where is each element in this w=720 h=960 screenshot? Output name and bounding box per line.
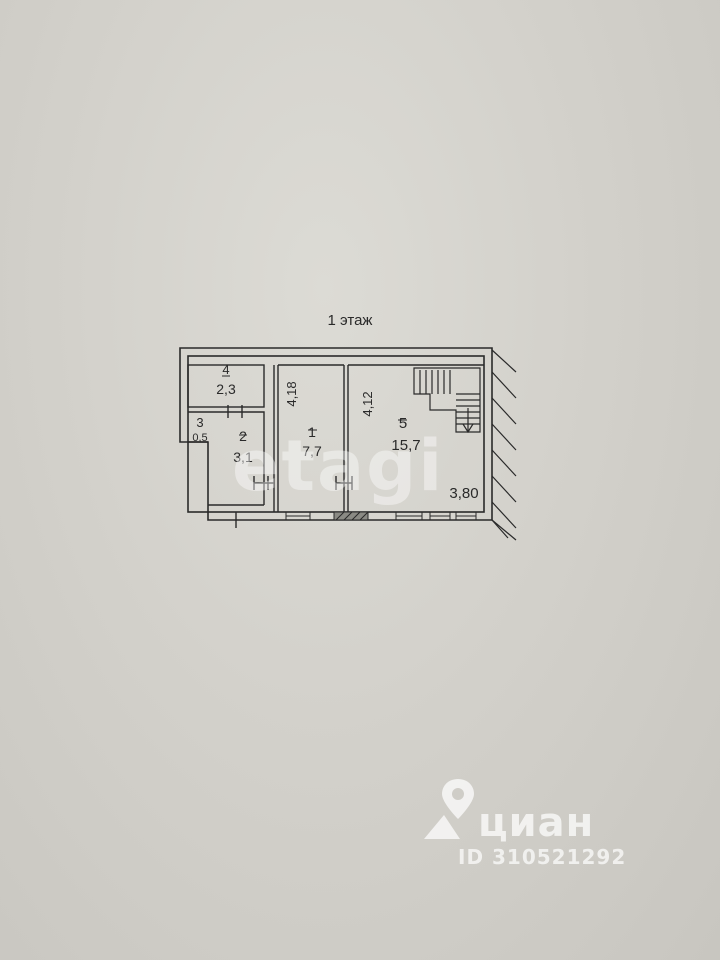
room-3-area: 0,5: [192, 432, 207, 444]
room-4-outline: [187, 364, 265, 408]
room-4-number: 4: [222, 362, 229, 377]
room-4-area: 2,3: [216, 381, 236, 397]
staircase: [413, 367, 481, 434]
room-1-number: 1: [308, 424, 316, 440]
room-5-area: 15,7: [391, 437, 420, 454]
room-2-number: 2: [239, 428, 247, 444]
room-1-dimension: 4,18: [284, 381, 299, 406]
hatched-wall: [491, 349, 517, 541]
room-5-number: 5: [399, 415, 407, 432]
cian-watermark: циан: [478, 800, 595, 846]
floor-title: 1 этаж: [327, 312, 373, 329]
room-2-area: 3,1: [233, 449, 253, 465]
listing-id-watermark: ID 310521292: [458, 845, 627, 869]
room-1-area: 7,7: [302, 443, 322, 459]
etagi-watermark: etagi: [232, 425, 445, 507]
windows: [285, 511, 477, 521]
room-3-number: 3: [196, 415, 203, 430]
partitions: [187, 364, 484, 512]
room-number-underlines: [222, 375, 407, 436]
room-5-dimension: 4,12: [360, 391, 375, 416]
doors: [227, 405, 353, 528]
cian-logo-icon: [424, 779, 474, 839]
width-dimension: 3,80: [449, 485, 478, 502]
